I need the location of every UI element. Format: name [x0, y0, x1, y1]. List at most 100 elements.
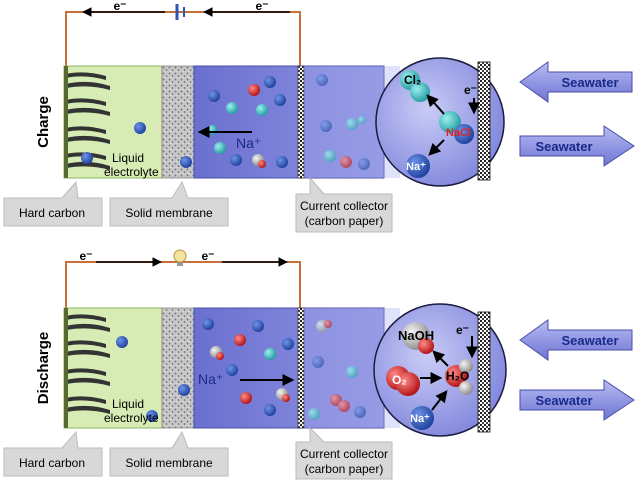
charge-wire [65, 11, 301, 66]
callout-current-collector-line1: Current collector [300, 447, 388, 461]
o2-molecule [396, 372, 420, 396]
zoom-sodium-ion [406, 154, 430, 178]
zoom-bottom-species: Na⁺ [406, 161, 426, 173]
seawater-outflow-arrow: Seawater [519, 379, 635, 421]
light-bulb-icon [177, 262, 183, 266]
oxygen-molecule [216, 352, 224, 360]
oxygen-molecule [324, 320, 332, 328]
sodium-ion [354, 406, 366, 418]
sodium-ion [316, 74, 328, 86]
naoh-oxygen [418, 338, 434, 354]
chloride-ion [308, 408, 320, 420]
nacl-cl [454, 124, 474, 144]
oxygen-molecule [282, 394, 290, 402]
chloride-ion [324, 150, 336, 162]
oxygen-molecule [338, 400, 350, 412]
sodium-ion [282, 338, 294, 350]
callout-hard-carbon-text: Hard carbon [19, 456, 85, 470]
charge-panel: e⁻ e⁻ Liquid electrolyte [3, 0, 635, 233]
oxygen-molecule [240, 392, 252, 404]
hard-carbon-layers [66, 314, 110, 414]
anode-collector [64, 308, 68, 428]
electron-label-left: e⁻ [113, 0, 126, 13]
sodium-ion [81, 152, 93, 164]
sodium-ion [264, 76, 276, 88]
chloride-ion [214, 142, 226, 154]
sodium-ion [134, 122, 146, 134]
sodium-ion [230, 154, 242, 166]
sodium-ion [226, 364, 238, 376]
callout-hard-carbon-text: Hard carbon [19, 206, 85, 220]
sodium-ion [202, 318, 214, 330]
callout-current-collector-line2: (carbon paper) [305, 214, 384, 228]
anode-collector [64, 66, 68, 178]
seawater-inflow-arrow: Seawater [519, 319, 633, 361]
seawater-outflow-arrow: Seawater [519, 125, 635, 167]
current-collector [297, 307, 305, 429]
zoom-h2o-species: H₂O [446, 369, 469, 383]
zoom-sodium-ion [410, 406, 434, 430]
ion-label: Na⁺ [236, 135, 261, 151]
sodium-ion [274, 94, 286, 106]
zoom-arrow-up [426, 94, 445, 115]
electrolyte-label-line2: electrolyte [104, 165, 159, 179]
zoom-electron: e⁻ [464, 83, 477, 97]
h2o-hydrogen [459, 359, 473, 373]
zoom-bottom-species: Na⁺ [410, 413, 430, 425]
chloride-ion [264, 348, 276, 360]
electrolyte-label-line2: electrolyte [104, 411, 159, 425]
seawater-out-label: Seawater [535, 139, 592, 154]
discharge-panel: e⁻ e⁻ Liquid electrolyte [3, 249, 635, 480]
chloride-ion [346, 118, 358, 130]
sodium-ion [146, 410, 158, 422]
zoom-beam [304, 308, 400, 428]
sodium-ion [320, 120, 332, 132]
sodium-ion [178, 384, 190, 396]
current-collector [297, 65, 305, 179]
callout-solid-membrane: Solid membrane [109, 180, 229, 227]
callout-solid-membrane: Solid membrane [109, 430, 229, 477]
callout-solid-membrane-text: Solid membrane [125, 206, 213, 220]
oxygen-molecule [258, 160, 266, 168]
callout-current-collector-line2: (carbon paper) [305, 462, 384, 476]
zoom-carbon-paper [477, 311, 491, 433]
seawater-in-label: Seawater [561, 333, 618, 348]
chlorine-molecule [410, 82, 430, 102]
sodium-ion [358, 158, 370, 170]
electron-label-left: e⁻ [79, 249, 92, 263]
nacl-na [439, 111, 461, 133]
solid-membrane [161, 307, 195, 429]
chloride-ion [346, 366, 358, 378]
discharge-wire [65, 261, 301, 308]
zoom-electron: e⁻ [456, 323, 469, 337]
chloride-ion [226, 102, 238, 114]
sodium-ion [116, 336, 128, 348]
electron-label-right: e⁻ [255, 0, 268, 13]
sodium-ion [252, 320, 264, 332]
callout-current-collector: Current collector (carbon paper) [295, 426, 393, 480]
callout-solid-membrane-text: Solid membrane [125, 456, 213, 470]
zoom-beam [304, 66, 400, 178]
ion-label: Na⁺ [198, 371, 223, 387]
chloride-ion [358, 116, 366, 124]
chloride-ion [207, 125, 217, 135]
sodium-ion [208, 90, 220, 102]
zoom-o2-species: O₂ [392, 373, 407, 387]
zoom-arrow-na [431, 390, 448, 411]
seawater-in-label: Seawater [561, 75, 618, 90]
electrolyte-label-line1: Liquid [112, 397, 144, 411]
seawater-inflow-arrow: Seawater [519, 61, 633, 103]
zoom-arrow-down [428, 139, 445, 156]
callout-current-collector-line1: Current collector [300, 199, 388, 213]
zoom-top-species: NaOH [398, 328, 434, 343]
light-bulb-icon [173, 249, 187, 263]
panel-side-label: Charge [35, 96, 52, 148]
sodium-ion [276, 156, 288, 168]
callout-hard-carbon: Hard carbon [3, 430, 103, 477]
sodium-ion [264, 404, 276, 416]
seawater-out-label: Seawater [535, 393, 592, 408]
oxygen-molecule [340, 156, 352, 168]
electron-label-right: e⁻ [201, 249, 214, 263]
